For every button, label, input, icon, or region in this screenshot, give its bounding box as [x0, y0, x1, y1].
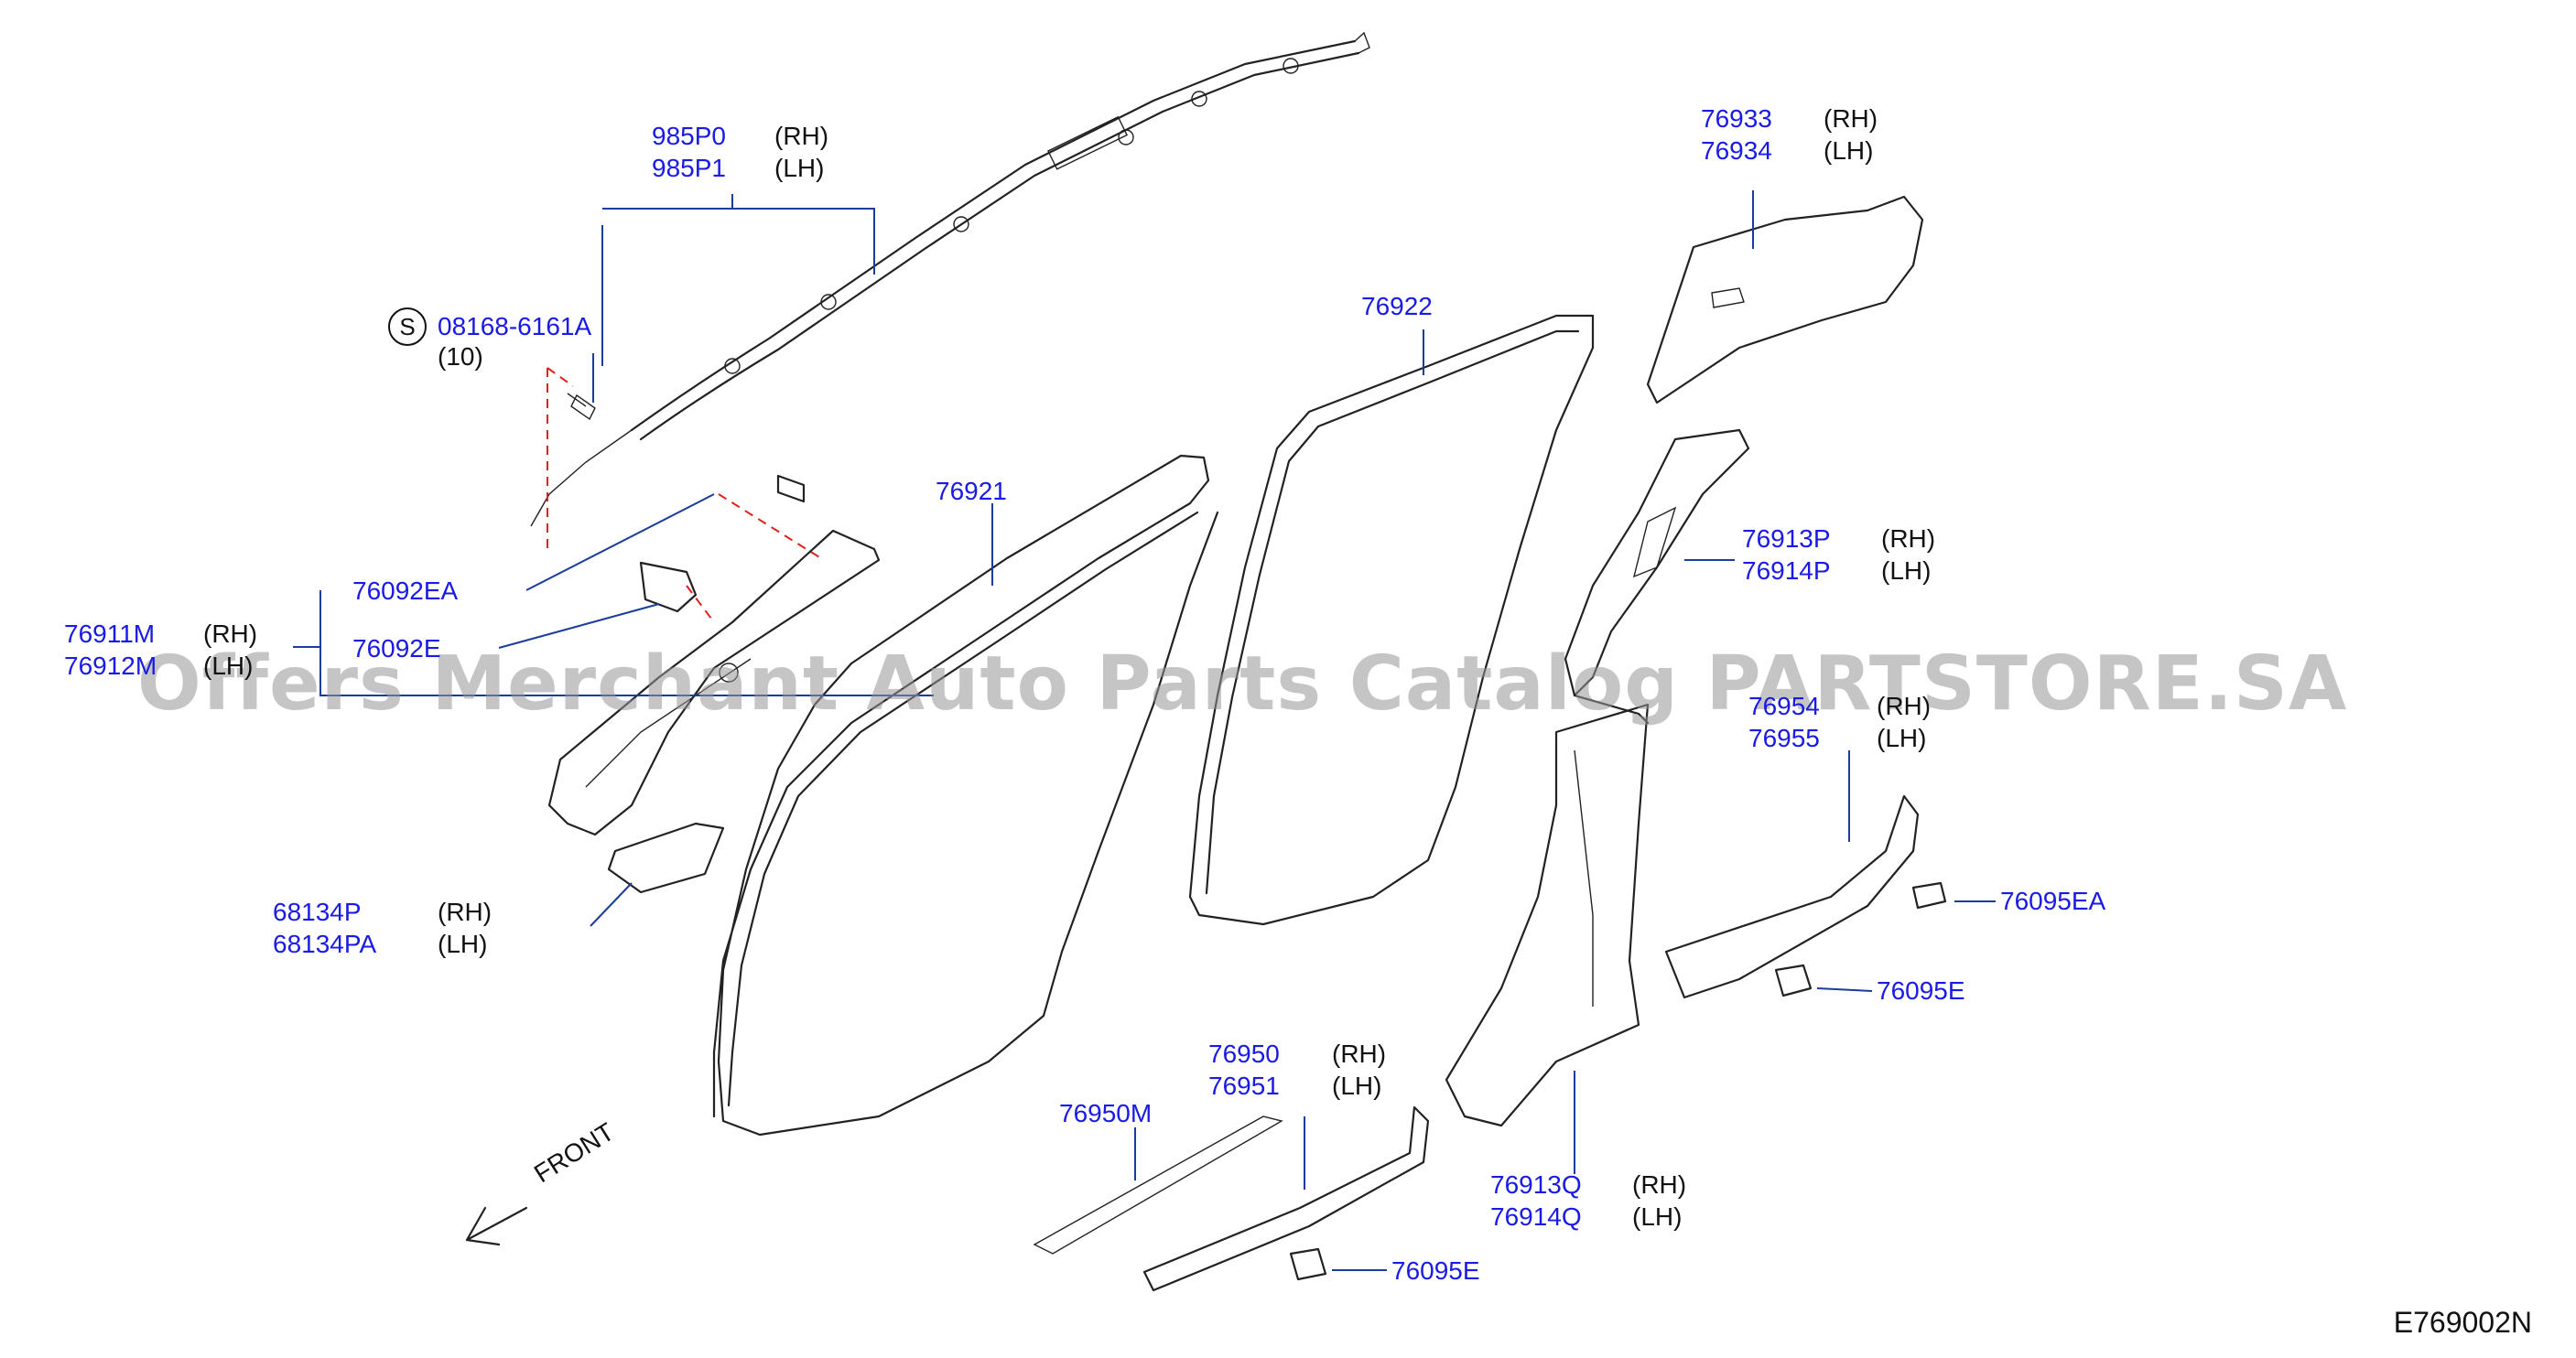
part-label-76950M[interactable]: 76950M [1059, 1099, 1153, 1127]
part-side-76954: (RH) [1877, 692, 1932, 720]
front-door-weatherstrip-drawing [712, 454, 1219, 1137]
part-label-76914P[interactable]: 76914P [1742, 556, 1831, 585]
part-side-76934: (LH) [1824, 136, 1874, 165]
part-label-76933[interactable]: 76933 [1701, 104, 1772, 133]
part-label-76951[interactable]: 76951 [1208, 1072, 1280, 1100]
part-side-985P0: (RH) [774, 122, 829, 150]
part-side-985P1: (LH) [774, 154, 825, 182]
part-side-76951: (LH) [1332, 1072, 1382, 1100]
part-side-76914P: (LH) [1881, 556, 1932, 585]
part-label-76092E[interactable]: 76092E [352, 634, 441, 663]
part-side-76913P: (RH) [1881, 524, 1936, 553]
part-label-76095E-upper[interactable]: 76095E [1877, 976, 1965, 1005]
rear-kicking-plate-drawing [1664, 794, 1920, 999]
front-arrow-drawing [465, 1206, 528, 1246]
part-label-76095EA[interactable]: 76095EA [2000, 887, 2106, 915]
clip-drawings [1289, 881, 1947, 1281]
part-side-76950: (RH) [1332, 1040, 1387, 1068]
part-side-76912M: (LH) [203, 652, 254, 680]
part-label-76092EA[interactable]: 76092EA [352, 577, 459, 605]
part-side-76955: (LH) [1877, 724, 1927, 752]
bolt-quantity: (10) [438, 342, 483, 371]
part-label-76914Q[interactable]: 76914Q [1490, 1202, 1582, 1231]
part-side-68134P: (RH) [438, 898, 492, 926]
bolt-drawing [547, 367, 825, 623]
part-side-76933: (RH) [1824, 104, 1878, 133]
bolt-part-number[interactable]: 08168-6161A [438, 312, 592, 340]
part-label-76095E-lower[interactable]: 76095E [1391, 1256, 1480, 1285]
curtain-airbag-drawing [530, 31, 1370, 527]
part-label-985P1[interactable]: 985P1 [652, 154, 726, 182]
part-label-68134PA[interactable]: 68134PA [273, 930, 377, 958]
part-label-68134P[interactable]: 68134P [273, 898, 362, 926]
part-label-76913P[interactable]: 76913P [1742, 524, 1831, 553]
center-pillar-lower-drawing [1445, 703, 1650, 1127]
part-side-68134PA: (LH) [438, 930, 488, 958]
part-side-76913Q: (RH) [1632, 1170, 1687, 1199]
leader-lines [293, 190, 1996, 1271]
part-label-76934[interactable]: 76934 [1701, 136, 1772, 165]
rear-pillar-garnish-drawing [1646, 195, 1924, 404]
rear-door-weatherstrip-drawing [1188, 314, 1595, 926]
part-label-76955[interactable]: 76955 [1748, 724, 1820, 752]
part-label-76922[interactable]: 76922 [1361, 292, 1433, 320]
part-label-76950[interactable]: 76950 [1208, 1040, 1280, 1068]
bolt-s-symbol: S [388, 307, 427, 346]
center-pillar-upper-drawing [1564, 428, 1750, 725]
diagram-code: E769002N [2393, 1306, 2532, 1339]
part-label-76954[interactable]: 76954 [1748, 692, 1820, 720]
part-label-76913Q[interactable]: 76913Q [1490, 1170, 1582, 1199]
front-pillar-garnish-drawing [547, 474, 881, 894]
front-kicking-plate-drawing [1033, 1105, 1430, 1292]
part-label-76911M[interactable]: 76911M [64, 620, 156, 648]
part-label-76912M[interactable]: 76912M [64, 652, 157, 680]
part-side-76911M: (RH) [203, 620, 258, 648]
part-label-985P0[interactable]: 985P0 [652, 122, 726, 150]
part-label-76921[interactable]: 76921 [936, 477, 1007, 505]
part-side-76914Q: (LH) [1632, 1202, 1683, 1231]
